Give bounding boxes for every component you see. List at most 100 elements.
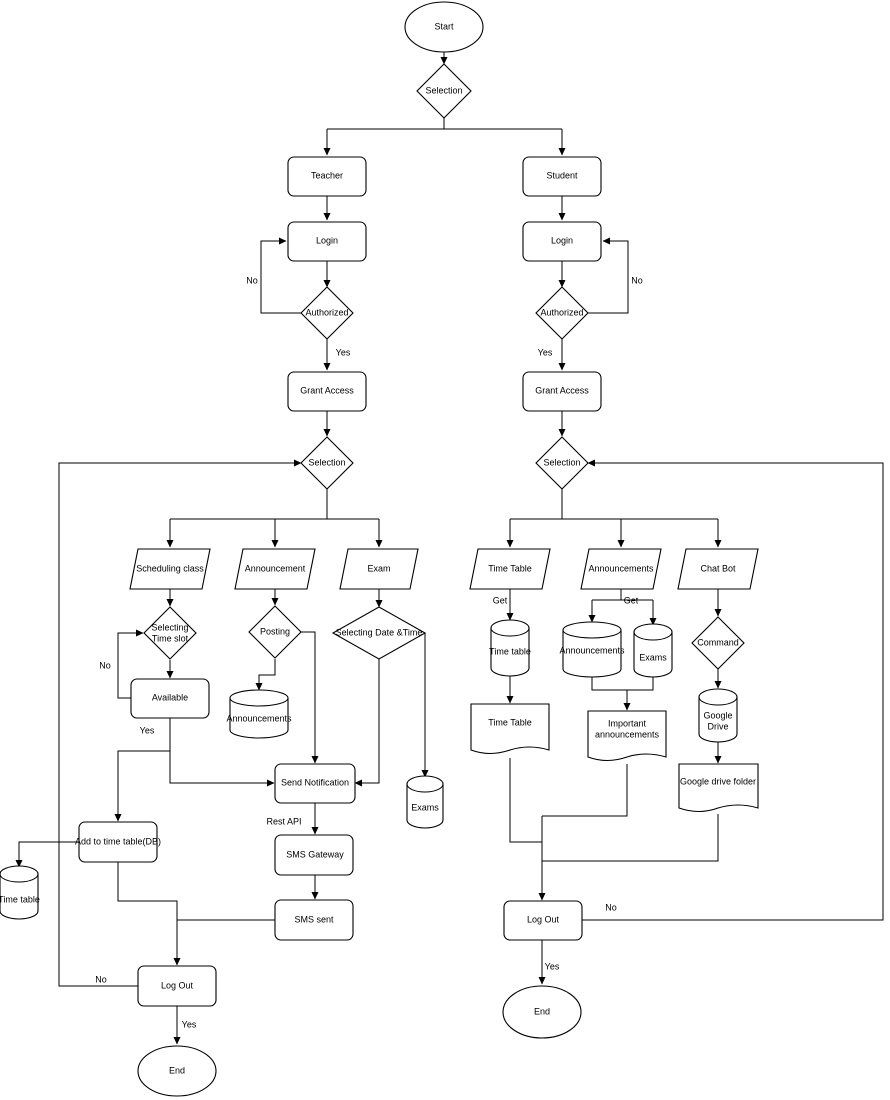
available-label: Available <box>152 692 188 702</box>
edge-important-logout <box>542 764 628 817</box>
announcement-label: Announcement <box>245 563 306 573</box>
student-timetable-db-label: Time table <box>489 646 531 656</box>
sms-gateway-label: SMS Gateway <box>286 849 344 859</box>
student-grant-access-process: Grant Access <box>522 371 602 412</box>
edge-s-logout-no-selection <box>582 459 884 921</box>
teacher-end-label: End <box>169 1065 185 1075</box>
important-announcements-document: Important announcements <box>587 710 667 762</box>
teacher-authorized-label: Authorized <box>305 307 348 317</box>
google-drive-database: Google Drive <box>698 688 738 743</box>
edge-label-s-logout-yes: Yes <box>545 961 560 971</box>
edge-add-logout <box>117 862 181 966</box>
time-table-io-label: Time Table <box>488 563 532 573</box>
available-process: Available <box>130 678 210 719</box>
edge-label-get-announcements: Get <box>624 595 639 605</box>
sms-sent-label: SMS sent <box>294 914 334 924</box>
student-authorized-decision: Authorized <box>535 286 589 340</box>
announcements-io: Announcements <box>580 548 662 590</box>
announcement-io: Announcement <box>234 548 316 590</box>
edge-announcements-db-merge <box>591 677 627 691</box>
teacher-selection-decision: Selection <box>300 436 354 490</box>
edge-posting-db <box>255 659 276 691</box>
teacher-selection-label: Selection <box>308 457 345 467</box>
edge-add-timetable-db <box>15 841 79 868</box>
posting-decision: Posting <box>248 605 302 659</box>
edge-label-yes-available: Yes <box>140 725 155 735</box>
selecting-date-time-label: Selecting Date &Time <box>336 627 423 637</box>
send-notification-process: Send Notification <box>274 763 356 804</box>
student-end-node: End <box>502 985 582 1039</box>
start-node: Start <box>404 1 484 53</box>
edge-folder-logout <box>542 814 719 862</box>
student-label: Student <box>546 170 578 180</box>
selecting-time-slot-line2: Time slot <box>152 633 189 643</box>
edge-label-s-yes-auth: Yes <box>538 347 553 357</box>
edge-label-rest-api: Rest API <box>266 816 301 826</box>
teacher-logout-process: Log Out <box>137 965 217 1007</box>
student-announcements-db-label: Announcements <box>559 645 625 655</box>
teacher-exams-db-label: Exams <box>411 802 439 812</box>
chat-bot-io: Chat Bot <box>677 548 759 590</box>
student-login-process: Login <box>522 221 602 262</box>
teacher-label: Teacher <box>311 170 343 180</box>
sms-sent-process: SMS sent <box>274 899 354 941</box>
scheduling-class-label: Scheduling class <box>136 563 204 573</box>
google-drive-line2: Drive <box>707 721 728 731</box>
timetable-database: Time table <box>0 865 40 920</box>
exam-io: Exam <box>339 548 419 590</box>
edge-label-t-no-login: No <box>246 275 258 285</box>
edge-label-s-no-login: No <box>631 275 643 285</box>
student-exams-database: Exams <box>633 623 673 678</box>
main-selection-decision: Selection <box>416 63 472 119</box>
teacher-exams-database: Exams <box>406 775 444 829</box>
main-selection-label: Selection <box>425 85 462 95</box>
selecting-date-time-decision: Selecting Date &Time <box>331 606 427 660</box>
edge-label-t-yes-auth: Yes <box>336 347 351 357</box>
edge-available-notification <box>169 718 275 787</box>
edge-exams-db-merge <box>627 676 654 691</box>
edge-label-t-logout-yes: Yes <box>182 1019 197 1029</box>
edge-label-s-logout-no: No <box>605 902 617 912</box>
teacher-logout-label: Log Out <box>161 980 194 990</box>
google-drive-folder-document: Google drive folder <box>678 763 759 813</box>
student-logout-process: Log Out <box>503 900 583 941</box>
connectors <box>15 52 884 1045</box>
time-table-document: Time Table <box>470 703 550 755</box>
exam-label: Exam <box>367 563 390 573</box>
sms-gateway-process: SMS Gateway <box>274 834 354 876</box>
edge-s-authorized-no-login <box>588 237 629 314</box>
timetable-db-label: Time table <box>0 894 40 904</box>
posting-label: Posting <box>260 626 290 636</box>
google-drive-folder-label: Google drive folder <box>680 776 756 786</box>
add-to-timetable-label: Add to time table(DB) <box>75 836 161 846</box>
add-to-timetable-process: Add to time table(DB) <box>75 821 161 863</box>
student-logout-label: Log Out <box>527 914 560 924</box>
command-label: Command <box>697 637 739 647</box>
teacher-end-node: End <box>137 1045 217 1097</box>
teacher-authorized-decision: Authorized <box>300 286 354 340</box>
edge-label-t-logout-no: No <box>95 974 107 984</box>
command-decision: Command <box>691 616 745 670</box>
time-table-io: Time Table <box>469 548 551 590</box>
student-login-label: Login <box>551 235 573 245</box>
edge-labels: No No Yes Yes No Yes Rest API No Yes No … <box>95 275 643 1029</box>
scheduling-class-io: Scheduling class <box>129 548 211 590</box>
time-table-doc-label: Time Table <box>488 717 532 727</box>
selecting-time-slot-decision: Selecting Time slot <box>143 606 197 660</box>
student-timetable-database: Time table <box>489 619 531 677</box>
edge-available-no-timeslot <box>117 629 144 699</box>
important-announcements-line2: announcements <box>595 729 660 739</box>
edge-posting-notification <box>301 631 319 764</box>
edge-datetime-notification <box>354 659 380 787</box>
student-authorized-label: Authorized <box>540 307 583 317</box>
student-selection-label: Selection <box>543 457 580 467</box>
teacher-announcements-db-label: Announcements <box>226 713 292 723</box>
student-end-label: End <box>534 1006 550 1016</box>
edge-available-yes-add <box>114 750 170 822</box>
student-announcements-database: Announcements <box>559 621 625 678</box>
teacher-grant-access-process: Grant Access <box>287 371 367 412</box>
student-selection-decision: Selection <box>535 436 589 490</box>
teacher-announcements-database: Announcements <box>226 689 292 739</box>
chat-bot-label: Chat Bot <box>700 563 736 573</box>
